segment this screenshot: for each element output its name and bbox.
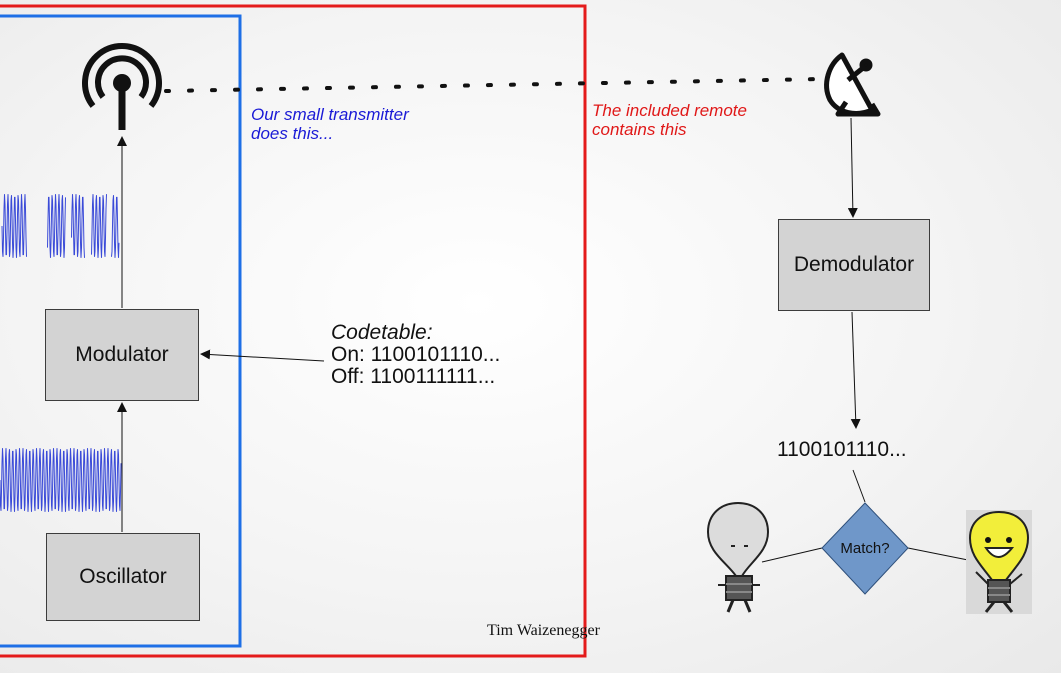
transmitter-caption-line2: does this... <box>251 124 334 143</box>
connector-code-to-decision <box>852 469 866 503</box>
modulated-wave <box>1 194 120 258</box>
decision-label: Match? <box>840 540 889 557</box>
arrow-demodulator-to-code <box>850 311 861 429</box>
remote-caption: The included remote contains this <box>592 101 747 139</box>
connector-decision-to-unlit <box>761 547 823 563</box>
decision-diamond <box>821 502 909 595</box>
demodulator-block: Demodulator <box>778 219 930 311</box>
oscillator-block: Oscillator <box>46 533 200 621</box>
codetable-title: Codetable: <box>331 321 433 344</box>
arrow-dish-to-demodulator <box>847 117 858 218</box>
remote-region <box>0 4 587 658</box>
radio-link <box>164 77 824 93</box>
lit-bulb-icon <box>966 510 1032 614</box>
transmitter-caption: Our small transmitter does this... <box>251 105 409 143</box>
connector-decision-to-lit <box>907 547 969 561</box>
unlit-bulb-icon <box>706 501 770 613</box>
codetable: Codetable: On: 1100101110... Off: 110011… <box>331 322 500 388</box>
codetable-off: Off: 1100111111... <box>331 365 496 388</box>
antenna-icon <box>82 43 162 130</box>
transmitter-region <box>0 14 242 648</box>
carrier-wave <box>0 448 122 512</box>
codetable-on: On: 1100101110... <box>331 343 501 366</box>
remote-caption-line1: The included remote <box>592 101 747 120</box>
transmitter-caption-line1: Our small transmitter <box>251 105 409 124</box>
arrow-codetable-to-modulator <box>200 349 325 362</box>
received-code: 1100101110... <box>777 438 907 461</box>
modulator-block: Modulator <box>45 309 199 401</box>
author-credit: Tim Waizenegger <box>487 622 600 639</box>
satellite-dish-icon <box>824 52 881 117</box>
remote-caption-line2: contains this <box>592 120 687 139</box>
